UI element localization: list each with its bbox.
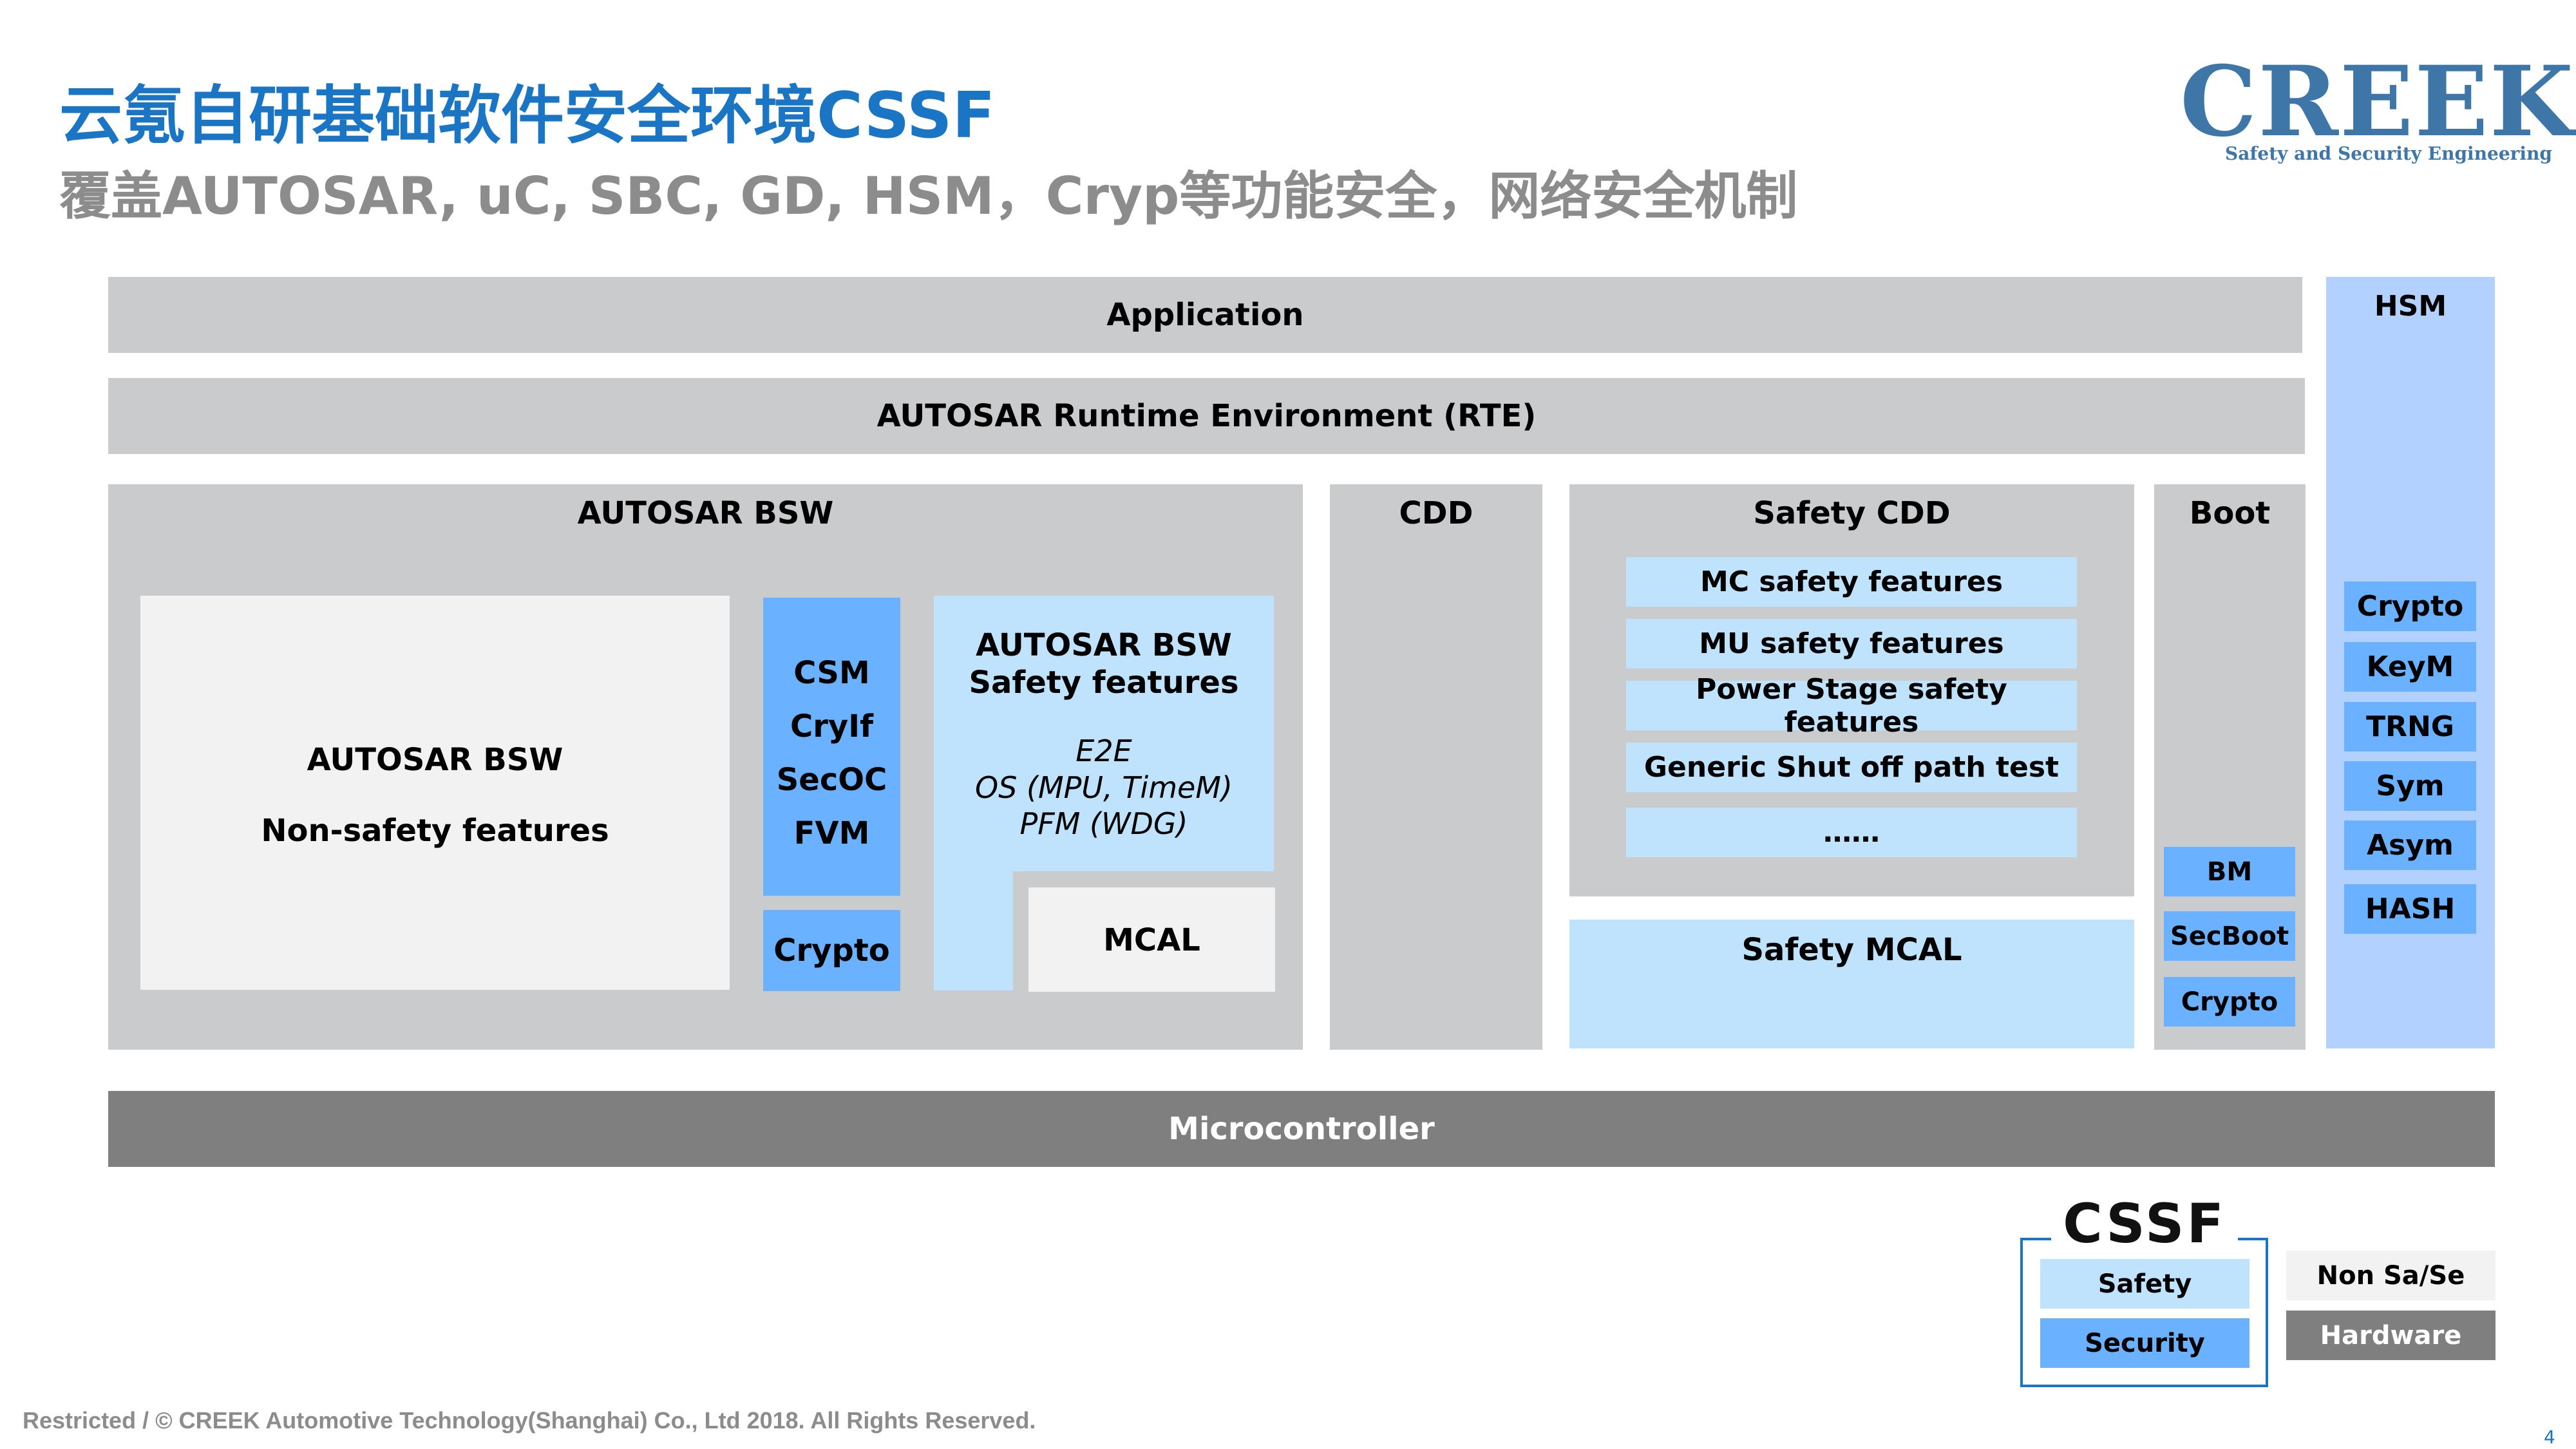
cdd-title: CDD: [1399, 495, 1473, 531]
legend-safety: Safety: [2040, 1259, 2249, 1309]
legend-security: Security: [2040, 1318, 2249, 1368]
bsw-safety-title: AUTOSAR BSW: [976, 627, 1232, 663]
hsm-hash: HASH: [2344, 884, 2476, 934]
footer-copyright: Restricted / © CREEK Automotive Technolo…: [23, 1407, 1036, 1434]
rte-layer: AUTOSAR Runtime Environment (RTE): [108, 378, 2305, 454]
power-stage-safety-features: Power Stage safety features: [1626, 673, 2077, 739]
mcal-label: MCAL: [1103, 922, 1200, 958]
bsw-safety-box-extension: [934, 869, 1013, 990]
hsm-asym: Asym: [2344, 820, 2476, 870]
bsw-security-stack: [763, 598, 900, 896]
os-label: OS (MPU, TimeM): [975, 770, 1233, 805]
hsm-keym: KeyM: [2344, 642, 2476, 692]
cdd-block: [1330, 484, 1542, 1050]
fvm-label: FVM: [793, 815, 870, 851]
bsw-nonsafety-title: AUTOSAR BSW: [307, 742, 564, 778]
boot-crypto: Crypto: [2164, 977, 2295, 1027]
creek-logo-tagline: Safety and Security Engineering: [2225, 143, 2553, 164]
generic-shutoff-path-test: Generic Shut off path test: [1626, 743, 2077, 792]
boot-bm: BM: [2164, 847, 2295, 896]
safety-cdd-more: ……: [1626, 808, 2077, 857]
bsw-crypto-box: Crypto: [763, 910, 900, 991]
page-title: 云氪自研基础软件安全环境CSSF: [59, 79, 996, 153]
e2e-label: E2E: [1075, 734, 1132, 768]
boot-block: [2154, 484, 2306, 1050]
csm-label: CSM: [793, 655, 870, 691]
page-subtitle: 覆盖AUTOSAR, uC, SBC, GD, HSM，Cryp等功能安全，网络…: [59, 166, 1798, 226]
application-layer: Application: [108, 277, 2302, 353]
mc-safety-features: MC safety features: [1626, 557, 2077, 607]
hsm-crypto: Crypto: [2344, 582, 2476, 631]
hsm-sym: Sym: [2344, 761, 2476, 811]
mcal-box: [1028, 887, 1275, 992]
autosar-bsw-title: AUTOSAR BSW: [577, 495, 834, 531]
legend-non-sase: Non Sa/Se: [2286, 1251, 2496, 1300]
safety-cdd-title: Safety CDD: [1753, 495, 1951, 531]
cryif-label: CryIf: [790, 708, 873, 744]
cssf-logo: CSSF: [2051, 1192, 2238, 1255]
creek-logo: CREEK: [2180, 45, 2575, 158]
bsw-safety-box: [934, 596, 1274, 871]
legend-hardware: Hardware: [2286, 1311, 2496, 1360]
bsw-nonsafety-subtitle: Non-safety features: [261, 813, 609, 849]
boot-secboot: SecBoot: [2164, 911, 2295, 961]
bsw-nonsafety-box: [140, 596, 730, 990]
safety-mcal-box: [1569, 920, 2134, 1048]
hsm-title: HSM: [2374, 289, 2447, 323]
hsm-trng: TRNG: [2344, 702, 2476, 752]
bsw-safety-subtitle: Safety features: [969, 665, 1239, 701]
mu-safety-features: MU safety features: [1626, 619, 2077, 668]
secoc-label: SecOC: [776, 762, 887, 798]
safety-mcal-label: Safety MCAL: [1741, 932, 1962, 968]
pfm-label: PFM (WDG): [1019, 806, 1188, 841]
boot-title: Boot: [2189, 495, 2271, 531]
page-number: 4: [2544, 1426, 2555, 1448]
microcontroller-layer: Microcontroller: [108, 1091, 2495, 1167]
